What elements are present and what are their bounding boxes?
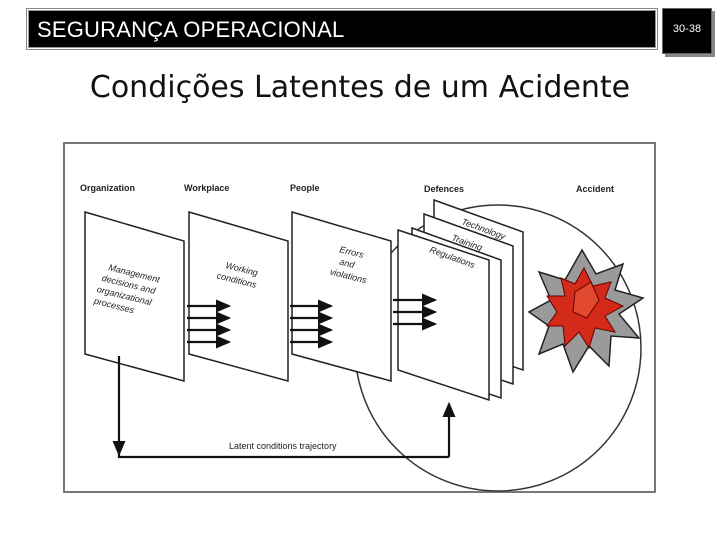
panel-workplace [189,212,288,381]
trajectory-label: Latent conditions trajectory [229,441,337,451]
label-people: People [290,183,320,193]
panel-people [292,212,391,381]
label-organization: Organization [80,183,135,193]
latent-conditions-diagram: Organization Workplace People Defences A… [63,142,656,493]
header-bar: SEGURANÇA OPERACIONAL [28,10,656,48]
label-defences: Defences [424,184,464,194]
slide-title-text: Condições Latentes de um Acidente [90,70,630,105]
label-accident: Accident [576,184,614,194]
page-number: 30-38 [663,23,711,35]
label-workplace: Workplace [184,183,229,193]
slide-title: Condições Latentes de um Acidente [0,70,720,105]
header-title: SEGURANÇA OPERACIONAL [37,17,344,43]
page-number-badge: 30-38 [662,8,712,54]
